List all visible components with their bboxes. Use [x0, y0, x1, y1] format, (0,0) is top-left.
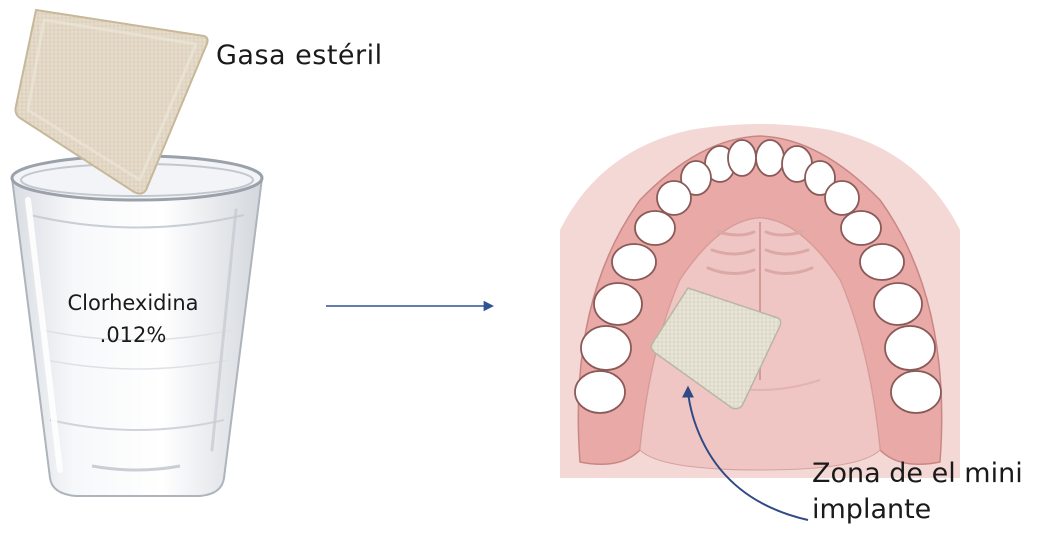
cup-label-line1: Clorhexidina — [58, 287, 208, 319]
zone-label: Zona de el mini implante — [812, 456, 1023, 528]
zone-label-line1: Zona de el mini — [812, 456, 1023, 492]
zone-label-line2: implante — [812, 492, 1023, 528]
cup-label-line2: .012% — [58, 319, 208, 351]
gauze-label: Gasa estéril — [216, 40, 383, 71]
upper-jaw-illustration — [560, 124, 960, 478]
cup-label: Clorhexidina .012% — [58, 287, 208, 351]
